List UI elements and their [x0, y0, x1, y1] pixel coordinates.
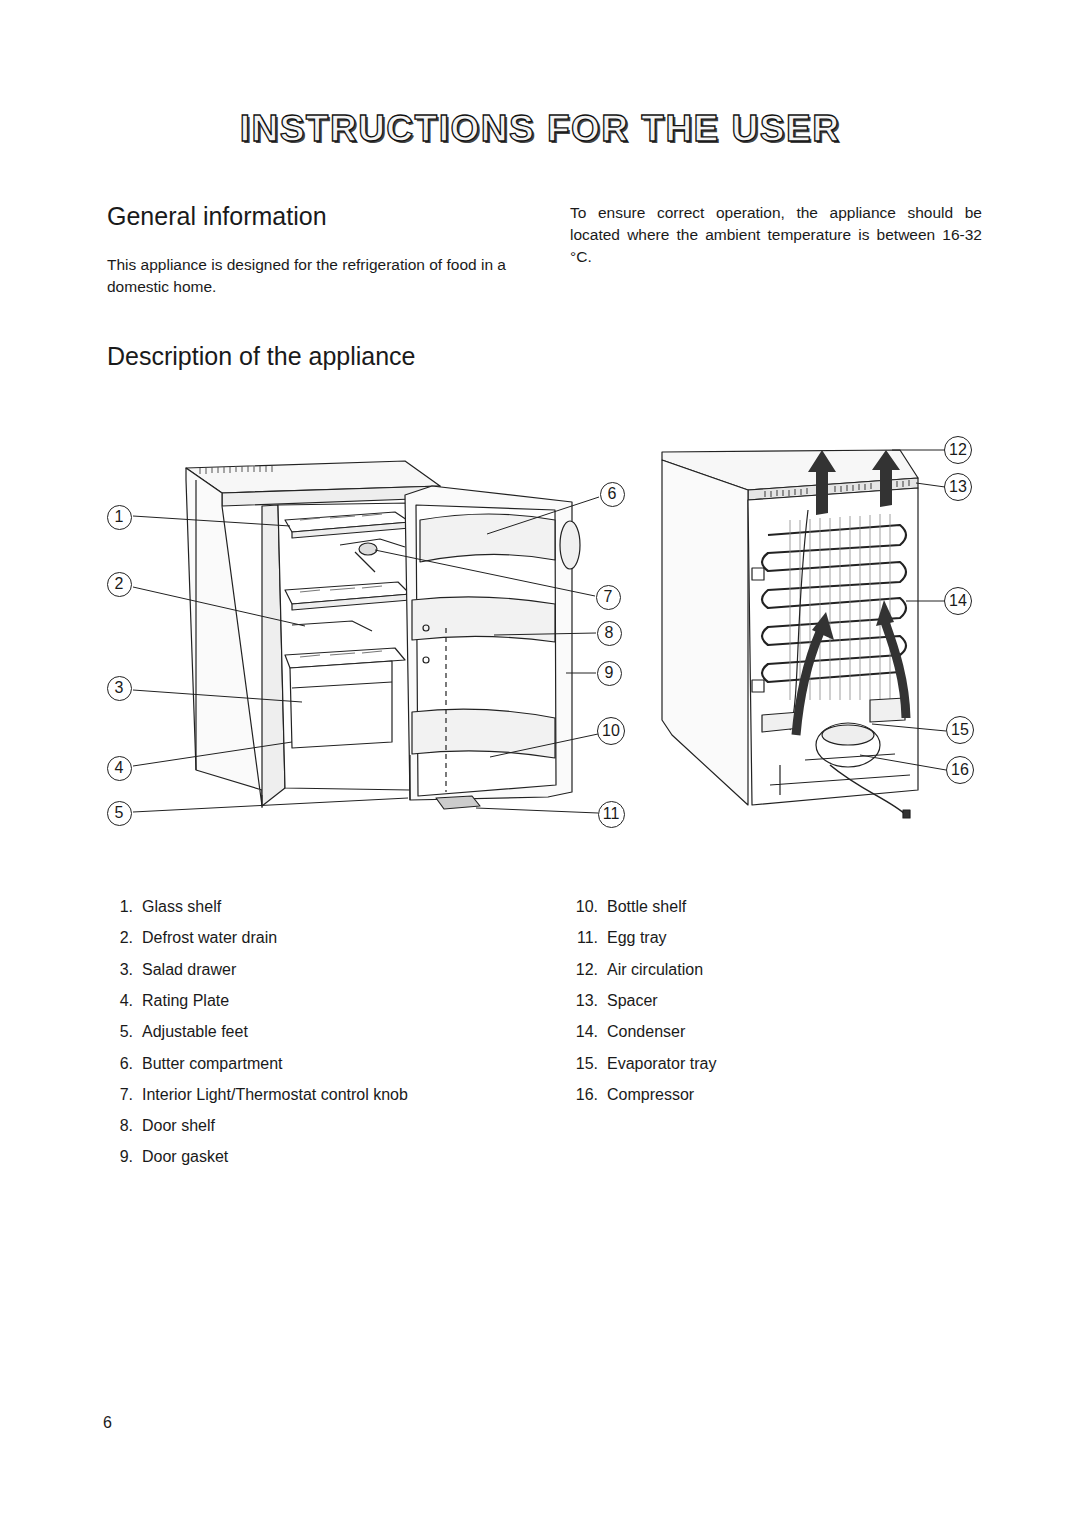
callout-circle: 8	[597, 621, 622, 646]
part-name: Air circulation	[607, 959, 703, 980]
callout-number: 2	[115, 576, 124, 592]
callout-circle: 7	[596, 585, 621, 610]
callout-circle: 16	[946, 756, 974, 784]
callout-circle: 1	[107, 505, 132, 530]
callout-number: 11	[603, 806, 620, 822]
callout-circle: 2	[107, 572, 132, 597]
callout-number: 9	[605, 665, 614, 681]
list-number: 8.	[90, 1115, 133, 1136]
list-number: 7.	[90, 1084, 133, 1105]
part-name: Door gasket	[142, 1146, 228, 1167]
leader-lines	[133, 450, 946, 813]
list-number: 3.	[90, 959, 133, 980]
part-name: Door shelf	[142, 1115, 215, 1136]
list-number: 14.	[548, 1021, 598, 1042]
callout-circle: 5	[107, 801, 132, 826]
callout-number: 10	[602, 723, 620, 739]
section-heading: General information	[107, 200, 327, 233]
callout-circle: 10	[597, 717, 625, 745]
part-name: Egg tray	[607, 927, 667, 948]
callout-number: 1	[115, 509, 124, 525]
part-name: Spacer	[607, 990, 658, 1011]
section-heading: Description of the appliance	[107, 340, 416, 373]
part-name: Adjustable feet	[142, 1021, 248, 1042]
callout-number: 13	[949, 479, 967, 495]
page-number: 6	[103, 1412, 112, 1433]
list-number: 11.	[548, 927, 598, 948]
callout-circle: 11	[598, 801, 625, 828]
list-number: 10.	[548, 896, 598, 917]
callout-circle: 4	[107, 756, 132, 781]
list-number: 16.	[548, 1084, 598, 1105]
list-number: 13.	[548, 990, 598, 1011]
callout-number: 7	[604, 589, 613, 605]
part-name: Compressor	[607, 1084, 694, 1105]
callout-number: 6	[608, 486, 617, 502]
part-name: Glass shelf	[142, 896, 221, 917]
fridge-front	[186, 461, 580, 809]
callout-circle: 3	[107, 676, 132, 701]
list-number: 1.	[90, 896, 133, 917]
callout-circle: 6	[600, 482, 625, 507]
callout-number: 8	[605, 625, 614, 641]
list-number: 5.	[90, 1021, 133, 1042]
part-name: Salad drawer	[142, 959, 236, 980]
part-name: Condenser	[607, 1021, 685, 1042]
body-text: This appliance is designed for the refri…	[107, 254, 547, 298]
part-name: Evaporator tray	[607, 1053, 716, 1074]
callout-circle: 9	[597, 661, 622, 686]
callout-circle: 14	[944, 587, 972, 615]
callout-number: 5	[115, 805, 124, 821]
callout-number: 3	[115, 680, 124, 696]
page-title: INSTRUCTIONS FOR THE USER	[0, 108, 1080, 150]
list-number: 15.	[548, 1053, 598, 1074]
callout-number: 16	[951, 762, 969, 778]
callout-circle: 12	[944, 436, 972, 464]
callout-number: 15	[951, 722, 969, 738]
part-name: Interior Light/Thermostat control knob	[142, 1084, 408, 1105]
part-name: Butter compartment	[142, 1053, 283, 1074]
part-name: Rating Plate	[142, 990, 229, 1011]
part-name: Defrost water drain	[142, 927, 277, 948]
callout-number: 12	[949, 442, 967, 458]
callout-circle: 15	[946, 716, 974, 744]
fridge-back	[662, 450, 918, 818]
callout-number: 4	[115, 760, 124, 776]
list-number: 4.	[90, 990, 133, 1011]
list-number: 6.	[90, 1053, 133, 1074]
list-number: 12.	[548, 959, 598, 980]
callout-number: 14	[949, 593, 967, 609]
body-text: To ensure correct operation, the applian…	[570, 202, 982, 268]
list-number: 9.	[90, 1146, 133, 1167]
list-number: 2.	[90, 927, 133, 948]
callout-circle: 13	[944, 473, 972, 501]
part-name: Bottle shelf	[607, 896, 686, 917]
